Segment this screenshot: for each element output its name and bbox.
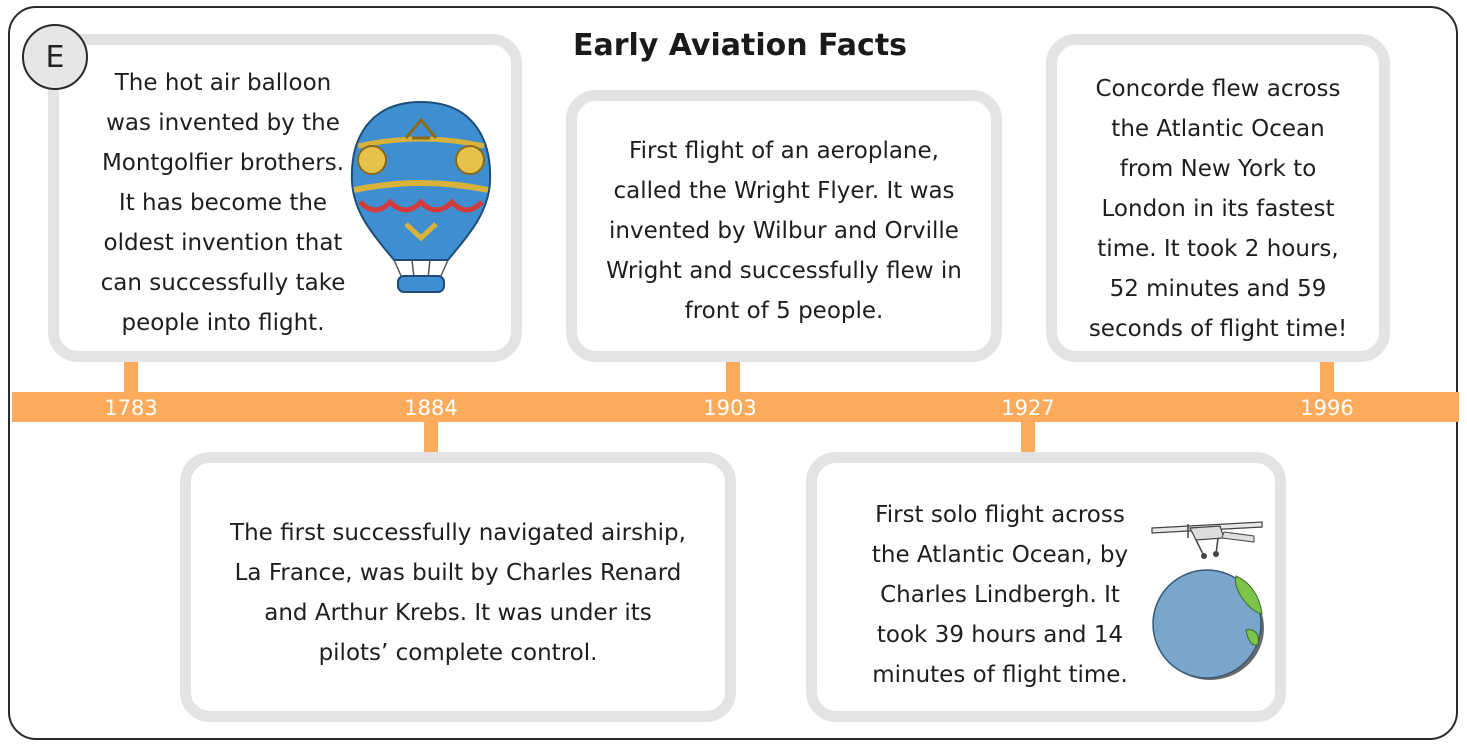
text-line: First solo flight across: [875, 502, 1125, 528]
text-line: invented by Wilbur and Orville: [609, 218, 959, 244]
text-line: La France, was built by Charles Renard: [234, 560, 682, 586]
text-line: pilots’ complete control.: [318, 640, 598, 666]
text-line: the Atlantic Ocean: [1111, 116, 1325, 142]
fact-card-1783: The hot air balloon was invented by the …: [48, 34, 522, 362]
globe-illustration: [1152, 569, 1264, 680]
hot-air-balloon-illustration: [350, 100, 492, 293]
text-line: front of 5 people.: [684, 298, 884, 324]
text-line: seconds of flight time!: [1088, 316, 1348, 342]
year-label: 1903: [703, 396, 757, 420]
fact-card-1996: Concorde flew across the Atlantic Ocean …: [1046, 34, 1390, 362]
text-line: The hot air balloon: [114, 70, 332, 96]
text-line: from New York to: [1119, 156, 1317, 182]
text-line: was invented by the: [106, 110, 340, 136]
page-title: Early Aviation Facts: [572, 28, 908, 63]
text-line: It has become the: [118, 190, 328, 216]
text-line: time. It took 2 hours,: [1097, 236, 1339, 262]
timeline-bar: [12, 392, 1459, 422]
text-line: oldest invention that: [103, 230, 343, 256]
fact-text: The first successfully navigated airship…: [191, 513, 725, 673]
text-line: called the Wright Flyer. It was: [613, 178, 955, 204]
text-line: and Arthur Krebs. It was under its: [264, 600, 652, 626]
text-line: First flight of an aeroplane,: [629, 138, 939, 164]
text-line: Montgolfier brothers.: [101, 150, 345, 176]
stem-1903: [726, 362, 740, 394]
year-label: 1783: [104, 396, 158, 420]
fact-card-1903: First flight of an aeroplane, called the…: [566, 90, 1002, 362]
fact-text: First solo flight across the Atlantic Oc…: [835, 495, 1165, 695]
text-line: London in its fastest: [1101, 196, 1335, 222]
text-line: Concorde flew across: [1095, 76, 1341, 102]
year-label: 1927: [1001, 396, 1055, 420]
text-line: minutes of flight time.: [872, 662, 1128, 688]
year-label: 1884: [404, 396, 458, 420]
text-line: can successfully take: [100, 270, 346, 296]
monoplane-illustration: [1151, 521, 1263, 559]
year-label: 1996: [1300, 396, 1354, 420]
text-line: Wright and successfully flew in: [606, 258, 962, 284]
text-line: Charles Lindbergh. It: [880, 582, 1120, 608]
level-badge: E: [22, 24, 88, 90]
text-line: The first successfully navigated airship…: [230, 520, 686, 546]
fact-card-1927: First solo flight across the Atlantic Oc…: [806, 452, 1286, 722]
stem-1996: [1320, 362, 1334, 394]
fact-text: Concorde flew across the Atlantic Ocean …: [1057, 69, 1379, 349]
worksheet-frame: [8, 6, 1458, 740]
fact-text: First flight of an aeroplane, called the…: [577, 131, 991, 331]
text-line: people into flight.: [121, 310, 325, 336]
stem-1884: [424, 420, 438, 454]
stem-1927: [1021, 420, 1035, 454]
fact-card-1884: The first successfully navigated airship…: [180, 452, 736, 722]
stem-1783: [124, 360, 138, 394]
text-line: 52 minutes and 59: [1109, 276, 1327, 302]
fact-text: The hot air balloon was invented by the …: [75, 63, 371, 343]
text-line: the Atlantic Ocean, by: [871, 542, 1129, 568]
text-line: took 39 hours and 14: [876, 622, 1124, 648]
